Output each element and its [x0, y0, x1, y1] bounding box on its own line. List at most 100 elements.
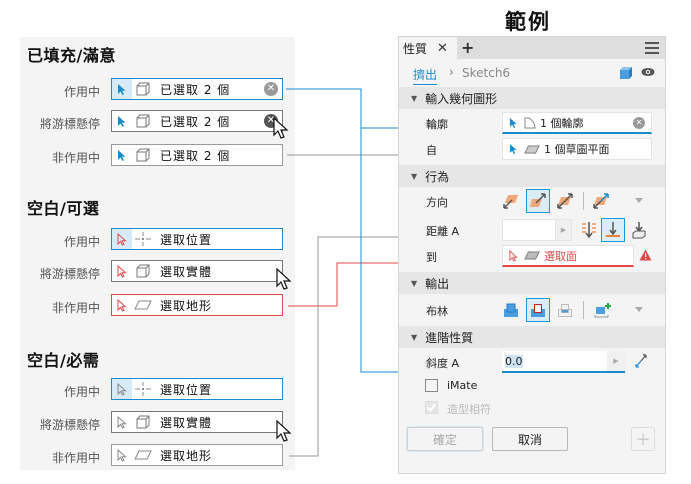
solid-icon — [132, 79, 154, 99]
boolean-cut-button[interactable] — [526, 298, 550, 322]
selection-count: 已選取 2 個 — [160, 114, 231, 129]
select-arrow-icon — [112, 79, 132, 99]
new-solid-button[interactable] — [591, 298, 615, 322]
row-match-shape: 造型相符 — [399, 397, 665, 419]
mouse-cursor-icon — [273, 117, 289, 139]
group-behavior[interactable]: ▼行為 — [399, 165, 665, 187]
collapse-triangle-icon: ▼ — [411, 278, 418, 288]
direction-flipped-button[interactable] — [526, 189, 550, 213]
group-output[interactable]: ▼ 輸出 — [399, 272, 665, 294]
to-face-selector[interactable]: 選取面 — [502, 245, 634, 267]
section-title-optional: 空白/可選 — [27, 199, 100, 218]
new-solid-icon — [594, 303, 611, 318]
match-shape-checkbox[interactable] — [425, 401, 438, 414]
menu-icon[interactable] — [645, 42, 659, 54]
direction-symmetric-button[interactable] — [553, 189, 577, 213]
state-label-active: 作用中 — [63, 385, 100, 399]
selector-filled-inactive[interactable]: 已選取 2 個 — [111, 144, 283, 166]
selection-count: 已選取 2 個 — [160, 148, 231, 163]
point-icon — [132, 229, 154, 249]
imate-label: iMate — [447, 379, 478, 392]
cube-icon[interactable] — [619, 66, 633, 80]
clear-selection-icon[interactable]: ✕ — [264, 82, 278, 96]
selector-optional-active[interactable]: 選取位置 — [111, 228, 283, 250]
extent-through-icon — [606, 222, 620, 237]
add-tab-icon[interactable]: + — [461, 38, 475, 57]
collapse-triangle-icon: ▼ — [411, 93, 418, 103]
flip-taper-icon[interactable] — [635, 354, 647, 368]
select-arrow-outline-icon — [112, 295, 132, 315]
extent-distance-icon — [582, 222, 596, 239]
state-label-hover: 將游標懸停 — [39, 267, 100, 281]
to-face-prompt: 選取面 — [544, 249, 577, 263]
eye-icon[interactable] — [641, 67, 655, 77]
from-selector[interactable]: 1 個草圖平面 — [502, 138, 652, 160]
distance-input[interactable] — [502, 219, 556, 241]
group-title: 進階性質 — [425, 330, 474, 345]
tab-properties[interactable]: 性質 ✕ — [399, 37, 457, 59]
imate-checkbox[interactable] — [425, 379, 438, 392]
clear-selection-icon[interactable]: ✕ — [633, 117, 645, 129]
selection-count: 已選取 2 個 — [160, 82, 231, 97]
section-title-filled: 已填充/滿意 — [27, 46, 116, 65]
taper-spinner[interactable]: ▶ — [607, 351, 625, 373]
ok-button[interactable]: 確定 — [407, 427, 483, 451]
from-value: 1 個草圖平面 — [544, 143, 610, 156]
boolean-intersect-button[interactable] — [553, 298, 577, 322]
select-arrow-outline-icon — [112, 229, 132, 249]
separator — [583, 301, 584, 319]
row-taper: 斜度 A 0.0 ▶ — [399, 348, 665, 375]
state-label-hover: 將游標懸停 — [39, 418, 100, 432]
selector-required-inactive[interactable]: 選取地形 — [111, 444, 283, 466]
extent-to-button[interactable] — [627, 218, 651, 242]
group-title: 輸出 — [425, 276, 450, 291]
selection-prompt: 選取地形 — [160, 298, 213, 313]
taper-value: 0.0 — [505, 355, 523, 368]
breadcrumb: 擠出 › Sketch6 — [399, 59, 665, 87]
select-arrow-outline-icon — [112, 261, 132, 281]
row-to: 到 選取面 — [399, 242, 665, 269]
boolean-join-button[interactable] — [499, 298, 523, 322]
state-label-inactive: 非作用中 — [51, 301, 100, 315]
selector-optional-hover[interactable]: 選取實體 — [111, 260, 283, 282]
extent-distance-button[interactable] — [577, 218, 601, 242]
breadcrumb-extrude-link[interactable]: 擠出 — [413, 66, 438, 85]
solid-icon — [132, 261, 154, 281]
match-shape-label: 造型相符 — [447, 403, 491, 416]
distance-spinner[interactable]: ▶ — [556, 219, 572, 241]
selection-prompt: 選取位置 — [160, 232, 213, 247]
close-tab-icon[interactable]: ✕ — [437, 40, 448, 56]
cancel-button[interactable]: 取消 — [492, 427, 568, 451]
row-direction: 方向 — [399, 187, 665, 216]
row-boolean: 布林 — [399, 294, 665, 324]
row-profile: 輪廓 1 個輪廓 ✕ — [399, 109, 665, 135]
selector-optional-inactive[interactable]: 選取地形 — [111, 294, 283, 316]
warning-icon — [639, 249, 652, 261]
solid-icon — [132, 412, 154, 432]
direction-default-button[interactable] — [499, 189, 523, 213]
extent-through-button[interactable] — [601, 218, 625, 242]
select-arrow-outline-icon — [509, 249, 518, 262]
selector-filled-hover[interactable]: 已選取 2 個 ✕ — [111, 110, 283, 132]
apply-add-button[interactable]: + — [631, 427, 655, 451]
boolean-cut-icon — [531, 304, 545, 317]
section-title-required: 空白/必需 — [27, 351, 100, 370]
profile-selector[interactable]: 1 個輪廓 ✕ — [502, 112, 652, 134]
direction-asymmetric-button[interactable] — [589, 189, 613, 213]
direction-dropdown-icon[interactable] — [635, 198, 643, 203]
taper-input[interactable]: 0.0 — [502, 351, 607, 373]
plane-icon — [132, 295, 154, 315]
selection-prompt: 選取位置 — [160, 382, 213, 397]
plane-icon — [524, 251, 540, 260]
selector-filled-active[interactable]: 已選取 2 個 ✕ — [111, 78, 283, 100]
group-input-geometry[interactable]: ▼輸入幾何圖形 — [399, 87, 665, 109]
group-advanced-properties[interactable]: ▼進階性質 — [399, 326, 665, 348]
states-legend-panel — [20, 37, 295, 470]
extent-to-icon — [632, 222, 646, 239]
breadcrumb-separator-icon: › — [449, 65, 454, 79]
breadcrumb-sketch[interactable]: Sketch6 — [462, 66, 511, 80]
boolean-dropdown-icon[interactable] — [635, 307, 643, 312]
connector-required-inactive — [289, 236, 404, 457]
selector-required-active[interactable]: 選取位置 — [111, 378, 283, 400]
selector-required-hover[interactable]: 選取實體 — [111, 411, 283, 433]
